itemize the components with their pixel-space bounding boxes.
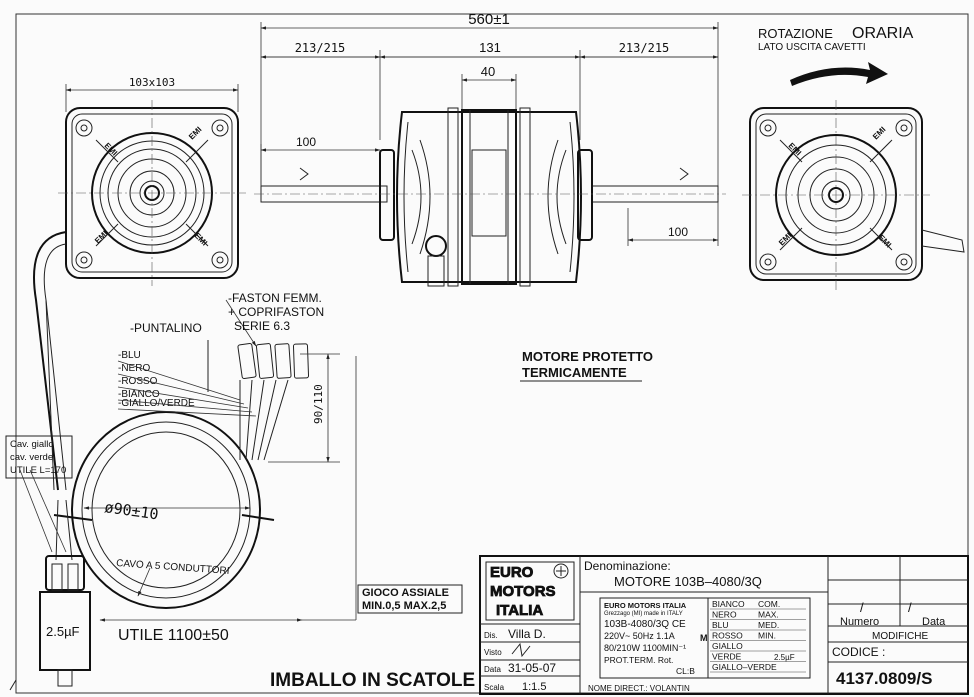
logo-line2: MOTORS — [490, 583, 556, 600]
wiring-function-3: MIN. — [758, 631, 776, 641]
wiring-table: BIANCO COM. NERO MAX. BLU MED. ROSSO MIN. GIALLO… — [710, 599, 806, 673]
plate-power: 80/210W 1100MIN⁻¹ — [604, 643, 686, 653]
drawn-label: Dis. — [484, 631, 498, 640]
wire-nero-label: -NERO — [118, 363, 150, 374]
emi-mark-r-tr: EMI — [871, 125, 887, 141]
play-line1: GIOCO ASSIALE — [362, 587, 449, 599]
cav-line2: cav. verde — [10, 452, 53, 463]
overall-length-label: 560±1 — [468, 11, 510, 28]
cable-height-label: 90/110 — [312, 384, 325, 424]
left-shaft-100-label: 100 — [296, 135, 316, 149]
wiring-function-1: MAX. — [758, 610, 779, 620]
wiring-color-2: BLU — [712, 620, 729, 630]
protected-line1: MOTORE PROTETTO — [522, 349, 653, 364]
cable-assembly: ø90±10 90/110 — [19, 231, 357, 687]
rotation-title-part2: ORARIA — [852, 25, 914, 42]
nome-direct: NOME DIRECT.: VOLANTIN — [588, 684, 690, 693]
checked-label: Visto — [484, 648, 502, 657]
rotation-title-part1: ROTAZIONE — [758, 26, 833, 41]
plate-prot: PROT.TERM. Rot. — [604, 655, 673, 665]
right-end-view: EMI EMI EMI EMI — [742, 100, 965, 290]
plate-class: CL:B — [676, 666, 695, 676]
span-dimensions: 213/215 131 213/215 — [260, 40, 719, 140]
wiring-color-4: GIALLO — [712, 641, 743, 651]
plate-voltage: 220V~ 50Hz 1.1A — [604, 631, 675, 641]
wire-blu-label: -BLU — [118, 350, 141, 361]
cav-line1: Cav. giallo — [10, 439, 54, 450]
plate-model: 103B-4080/3Q CE — [604, 619, 686, 630]
coil-diameter-label: ø90±10 — [103, 498, 159, 523]
revision-slash-2: / — [908, 600, 912, 615]
plate-cap: 2.5µF — [774, 653, 795, 662]
overall-length-dimension: 560±1 — [260, 11, 719, 190]
revision-slash-1: / — [860, 600, 864, 615]
drawn-value: Villa D. — [508, 627, 546, 641]
useful-length-label: UTILE 1100±50 — [118, 627, 229, 644]
data-column-label: Data — [922, 616, 946, 628]
plate-brand: EURO MOTORS ITALIA — [604, 601, 687, 610]
date-value: 31-05-07 — [508, 661, 556, 675]
plate-m: M — [700, 633, 708, 643]
faston-line3: SERIE 6.3 — [234, 319, 290, 333]
wiring-labels: -FASTON FEMM. + COPRIFASTON SERIE 6.3 -P… — [117, 291, 324, 417]
rotation-note: ROTAZIONE ORARIA LATO USCITA CAVETTI — [758, 25, 914, 86]
stator-width-label: 40 — [481, 64, 495, 79]
left-span-label: 213/215 — [295, 41, 346, 55]
body-length-label: 131 — [479, 40, 501, 55]
scale-label: Scala — [484, 683, 505, 692]
cav-line3: UTILE L=170 — [10, 465, 66, 476]
wiring-color-6: GIALLO–VERDE — [712, 662, 777, 672]
wiring-color-5: VERDE — [712, 652, 742, 662]
wire-rosso-label: -ROSSO — [118, 376, 158, 387]
wiring-function-2: MED. — [758, 620, 779, 630]
emi-mark-r-tl: EMI — [787, 141, 803, 157]
packaging-label: IMBALLO IN SCATOLE — [270, 670, 475, 691]
wiring-color-1: NERO — [712, 610, 737, 620]
thermal-protection-note: MOTORE PROTETTO TERMICAMENTE — [520, 349, 653, 382]
denomination-value: MOTORE 103B–4080/3Q — [614, 574, 762, 589]
capacitor-label: 2.5µF — [46, 624, 80, 639]
puntalino-label: -PUNTALINO — [130, 321, 202, 335]
right-span-label: 213/215 — [619, 41, 670, 55]
faston-line2: + COPRIFASTON — [228, 305, 324, 319]
play-line2: MIN.0,5 MAX.2,5 — [362, 600, 446, 612]
axial-play-note: GIOCO ASSIALE MIN.0,5 MAX.2,5 — [357, 584, 463, 614]
rotation-arrow — [790, 62, 888, 86]
logo-line3: ITALIA — [496, 602, 543, 619]
plate-origin: Grezzago (MI) made in ITALY — [604, 611, 683, 617]
wire-bianco-label: -BIANCO — [118, 389, 160, 400]
codice-value: 4137.0809/S — [836, 669, 932, 688]
logo-line1: EURO — [490, 564, 534, 581]
stator-width-dimension: 40 — [461, 64, 517, 110]
cav-note: Cav. giallo cav. verde UTILE L=170 — [5, 435, 73, 479]
numero-label: Numero — [840, 616, 879, 628]
modifiche-label: MODIFICHE — [872, 631, 928, 642]
protected-line2: TERMICAMENTE — [522, 365, 627, 380]
right-shaft-100-label: 100 — [668, 225, 688, 239]
left-end-view: 103x103 EMI EMI EMI EMI — [58, 76, 246, 286]
codice-label: CODICE : — [832, 645, 885, 659]
wiring-color-3: ROSSO — [712, 631, 743, 641]
emi-mark-tr: EMI — [187, 125, 203, 141]
cable-label: CAVO A 5 CONDUTTORI — [116, 558, 230, 577]
wiring-function-0: COM. — [758, 599, 780, 609]
title-block: EURO MOTORS ITALIA Dis. Villa D. Visto D… — [479, 555, 969, 695]
frame-size-label: 103x103 — [129, 76, 175, 89]
rotation-subtitle: LATO USCITA CAVETTI — [758, 42, 866, 53]
faston-line1: -FASTON FEMM. — [228, 291, 322, 305]
wiring-color-0: BIANCO — [712, 599, 745, 609]
denomination-label: Denominazione: — [584, 559, 671, 573]
scale-value: 1:1.5 — [522, 681, 546, 693]
date-label: Data — [484, 665, 501, 674]
motor-side-view: 100 100 — [254, 107, 726, 287]
